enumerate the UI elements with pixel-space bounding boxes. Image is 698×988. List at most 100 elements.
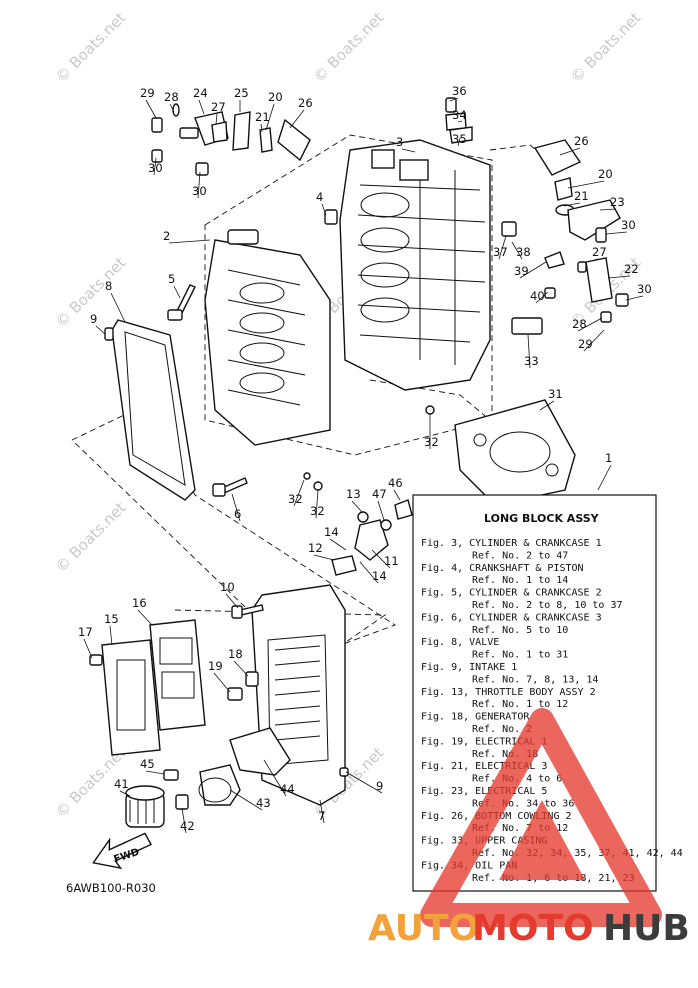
callout-number: 15 <box>104 612 119 626</box>
leader-line <box>535 291 549 304</box>
leader-line <box>351 500 363 513</box>
callout-number: 28 <box>164 90 179 104</box>
brand-moto: MOTO <box>472 908 594 949</box>
oil-filter-part <box>125 785 165 828</box>
leader-line <box>321 203 327 216</box>
ref-line: Ref. No. 2 to 8, 10 to 37 <box>472 600 623 611</box>
callout-number: 29 <box>578 337 593 351</box>
callout-number: 21 <box>574 189 589 203</box>
leader-line <box>457 137 461 147</box>
leader-line <box>169 103 175 113</box>
callout-number: 6 <box>234 507 241 521</box>
watermark-text: © Boats.net <box>52 499 130 577</box>
leader-line <box>293 479 305 507</box>
fig-line: Fig. 13, THROTTLE BODY ASSY 2 <box>421 687 596 698</box>
leader-line <box>168 239 211 244</box>
cylinder-head-part <box>204 229 331 446</box>
leader-line <box>345 771 383 794</box>
callout-number: 22 <box>624 262 639 276</box>
ref-line: Ref. No. 2 <box>472 724 532 735</box>
long-block-title: LONG BLOCK ASSY <box>484 512 600 525</box>
leader-line <box>109 625 113 646</box>
ref-line: Ref. No. 1 to 31 <box>472 650 568 661</box>
callout-number: 46 <box>388 476 403 490</box>
leader-line <box>563 202 581 207</box>
oil-cooler-part <box>198 727 291 806</box>
callout-number: 39 <box>514 264 529 278</box>
leader-line <box>110 292 126 323</box>
leader-line <box>359 561 379 584</box>
callout-number: 19 <box>208 659 223 673</box>
fig-line: Fig. 3, CYLINDER & CRANKCASE 1 <box>421 538 602 549</box>
diagram-code: 6AWB100-R030 <box>66 881 156 895</box>
callout-number: 30 <box>192 184 207 198</box>
brand-logo: AUTO MOTO HUB <box>368 908 690 949</box>
leader-line <box>119 790 131 797</box>
bolts <box>89 209 349 810</box>
leader-line <box>145 99 157 119</box>
leader-line <box>145 770 165 775</box>
fig-line: Fig. 19, ELECTRICAL 1 <box>421 736 547 747</box>
ref-line: Ref. No. 7 to 12 <box>472 823 568 834</box>
leader-line <box>577 317 603 332</box>
callout-number: 23 <box>610 195 625 209</box>
callout-number: 30 <box>621 218 636 232</box>
leader-line <box>587 258 599 263</box>
callout-number: 44 <box>280 782 295 796</box>
leader-line <box>329 538 347 551</box>
callout-number: 26 <box>574 134 589 148</box>
leader-line <box>197 171 201 199</box>
leader-line <box>377 500 385 521</box>
callout-number: 32 <box>288 492 303 506</box>
ref-line: Ref. No. 5 to 10 <box>472 625 568 636</box>
fig-line: Fig. 9, INTAKE 1 <box>421 662 517 673</box>
ref-line: Ref. No. 2 to 47 <box>472 550 568 561</box>
fig-line: Fig. 6, CYLINDER & CRANKCASE 3 <box>421 612 602 623</box>
leader-line <box>313 554 335 561</box>
callout-number: 34 <box>452 108 467 122</box>
thermostat-group-left <box>151 103 311 176</box>
ref-line: Ref. No. 34 to 36 <box>472 798 574 809</box>
callout-number: 35 <box>452 132 467 146</box>
leader-line <box>137 609 153 626</box>
fig-line: Fig. 21, ELECTRICAL 3 <box>421 761 547 772</box>
leader-line <box>498 235 507 260</box>
leader-line <box>527 334 531 369</box>
leader-line <box>153 157 157 176</box>
callout-number: 26 <box>298 96 313 110</box>
leader-line <box>607 275 631 279</box>
callout-number: 43 <box>256 796 271 810</box>
callout-number: 11 <box>384 554 399 568</box>
fig-line: Fig. 18, GENERATOR <box>421 712 530 723</box>
leader-line <box>625 295 644 301</box>
callout-number: 10 <box>220 580 235 594</box>
callout-number: 32 <box>310 504 325 518</box>
callout-number: 1 <box>605 451 612 465</box>
fig-line: Fig. 8, VALVE <box>421 637 499 648</box>
callout-number: 41 <box>114 777 129 791</box>
callout-number: 14 <box>372 569 387 583</box>
leader-line <box>567 180 605 189</box>
callout-number: 20 <box>268 90 283 104</box>
fig-line: Fig. 5, CYLINDER & CRANKCASE 2 <box>421 588 602 599</box>
callout-number: 4 <box>316 190 323 204</box>
brand-hub: HUB <box>603 908 690 949</box>
leader-line <box>559 147 581 156</box>
callout-number: 28 <box>572 317 587 331</box>
callout-number: 29 <box>140 86 155 100</box>
watermark-text: © Boats.net <box>567 9 645 87</box>
callout-number: 18 <box>228 647 243 661</box>
leader-line <box>319 799 325 824</box>
callout-number: 5 <box>168 272 175 286</box>
callout-number: 36 <box>452 84 467 98</box>
callout-number: 14 <box>324 525 339 539</box>
brand-triangle-icon <box>420 708 662 927</box>
leader-line <box>173 285 181 299</box>
callout-number: 16 <box>132 596 147 610</box>
callout-number: 47 <box>372 487 387 501</box>
leader-line <box>265 103 275 131</box>
callout-number: 9 <box>376 779 383 793</box>
leader-line <box>605 231 628 235</box>
callout-number: 7 <box>318 809 325 823</box>
leader-line <box>225 593 239 609</box>
